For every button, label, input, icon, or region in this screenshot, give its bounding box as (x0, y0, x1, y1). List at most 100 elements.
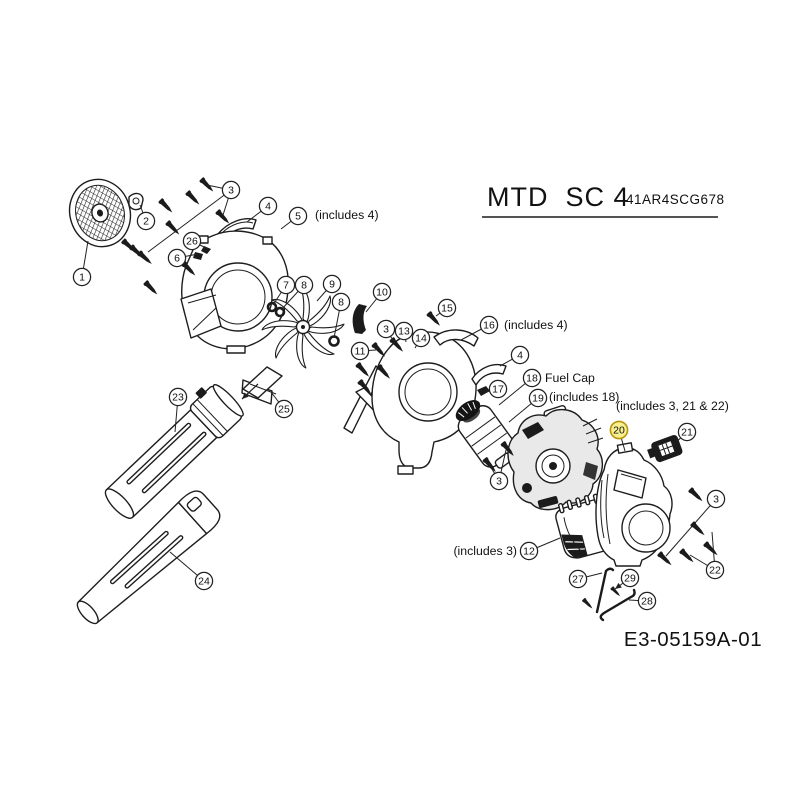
callout-circle[interactable] (294, 275, 314, 295)
callout-number: 19 (532, 393, 544, 405)
callout-circle[interactable] (350, 341, 370, 361)
callout-circle[interactable] (376, 319, 396, 339)
callout-circle[interactable] (522, 368, 542, 388)
callout-16[interactable]: 16 (460, 315, 499, 341)
callout-circle[interactable] (194, 571, 214, 591)
callout-circle[interactable] (609, 420, 629, 440)
callout-27[interactable]: 27 (568, 569, 603, 589)
callout-number: 23 (172, 392, 184, 404)
leader-line (147, 189, 232, 253)
callout-circle[interactable] (489, 471, 509, 491)
callout-3[interactable]: 3 (147, 180, 241, 253)
callout-4[interactable]: 4 (499, 345, 530, 367)
callout-circle[interactable] (705, 560, 725, 580)
callout-20[interactable]: 20 (609, 420, 629, 452)
callout-5[interactable]: 5 (280, 206, 308, 230)
callout-circle[interactable] (322, 274, 342, 294)
model-name: MTD SC 4 (487, 182, 630, 212)
callout-number: 2 (143, 216, 149, 228)
callout-18[interactable]: 18 (498, 368, 542, 406)
callout-circle[interactable] (276, 275, 296, 295)
callout-circle[interactable] (221, 180, 241, 200)
callout-number: 20 (613, 425, 625, 437)
callout-3[interactable]: 3 (376, 319, 396, 343)
callout-2[interactable]: 2 (136, 204, 156, 231)
callout-14[interactable]: 14 (411, 328, 431, 349)
callout-8[interactable]: 8 (331, 292, 351, 339)
callout-circle[interactable] (167, 248, 187, 268)
annotation-text: (includes 3) (453, 544, 517, 558)
diagram-number: E3-05159A-01 (624, 628, 762, 651)
callout-15[interactable]: 15 (435, 298, 457, 318)
callout-number: 22 (709, 565, 721, 577)
callout-7[interactable]: 7 (272, 275, 296, 306)
part-upper-tube (104, 384, 244, 519)
callout-circle[interactable] (394, 321, 414, 341)
callout-circle[interactable] (136, 211, 156, 231)
callout-circle[interactable] (677, 422, 697, 442)
callout-19[interactable]: 19 (508, 388, 548, 423)
callout-11[interactable]: 11 (350, 341, 377, 361)
callout-circle[interactable] (488, 379, 508, 399)
callout-number: 6 (174, 253, 180, 265)
callout-number: 26 (186, 236, 198, 248)
callout-26[interactable]: 26 (182, 231, 207, 251)
callout-number: 16 (483, 320, 495, 332)
callout-circle[interactable] (706, 489, 726, 509)
callout-circle[interactable] (168, 387, 188, 407)
callout-number: 25 (278, 404, 290, 416)
callout-3[interactable]: 3 (488, 449, 509, 491)
callout-circle[interactable] (620, 568, 640, 588)
callout-number: 10 (376, 287, 388, 299)
callout-circle[interactable] (528, 388, 548, 408)
callout-24[interactable]: 24 (169, 551, 214, 591)
callout-6[interactable]: 6 (167, 248, 199, 268)
callout-12[interactable]: 12 (519, 537, 561, 561)
callout-circle[interactable] (637, 591, 657, 611)
callout-21[interactable]: 21 (671, 422, 697, 447)
callout-circle[interactable] (288, 206, 308, 226)
callout-28[interactable]: 28 (628, 591, 657, 611)
part-rear-housing (343, 329, 479, 475)
annotation-text: (includes 18) (549, 390, 619, 404)
callout-number: 4 (265, 201, 271, 213)
callout-circle[interactable] (331, 292, 351, 312)
callout-circle[interactable] (568, 569, 588, 589)
callout-number: 3 (383, 324, 389, 336)
part-inlet-grille (68, 178, 132, 248)
callout-number: 18 (526, 373, 538, 385)
callout-number: 17 (492, 384, 504, 396)
part-cover-strip-lower (471, 363, 507, 386)
callout-circle[interactable] (479, 315, 499, 335)
callout-circle[interactable] (182, 231, 202, 251)
callout-10[interactable]: 10 (365, 282, 392, 313)
callout-4[interactable]: 4 (246, 196, 278, 223)
callout-number: 27 (572, 574, 584, 586)
callout-circle[interactable] (258, 196, 278, 216)
callout-25[interactable]: 25 (270, 391, 294, 419)
callout-3[interactable]: 3 (665, 489, 726, 557)
callout-number: 29 (624, 573, 636, 585)
callout-circle[interactable] (72, 267, 92, 287)
part-clip (477, 386, 490, 396)
callout-29[interactable]: 29 (614, 568, 640, 590)
callout-1[interactable]: 1 (72, 240, 92, 287)
callout-22[interactable]: 22 (689, 531, 725, 580)
callout-circle[interactable] (437, 298, 457, 318)
callout-8[interactable]: 8 (280, 275, 314, 311)
part-trigger (352, 304, 367, 334)
part-engine-shroud (595, 442, 673, 567)
callout-number: 8 (301, 280, 307, 292)
callout-13[interactable]: 13 (394, 321, 414, 343)
callout-9[interactable]: 9 (316, 274, 342, 302)
part-impeller-fan (261, 285, 345, 369)
callout-circle[interactable] (411, 328, 431, 348)
callout-circle[interactable] (510, 345, 530, 365)
callout-circle[interactable] (372, 282, 392, 302)
callout-circle[interactable] (519, 541, 539, 561)
callout-circle[interactable] (274, 399, 294, 419)
callout-17[interactable]: 17 (485, 379, 508, 399)
callout-23[interactable]: 23 (168, 387, 188, 433)
part-throttle-rods (595, 567, 636, 622)
